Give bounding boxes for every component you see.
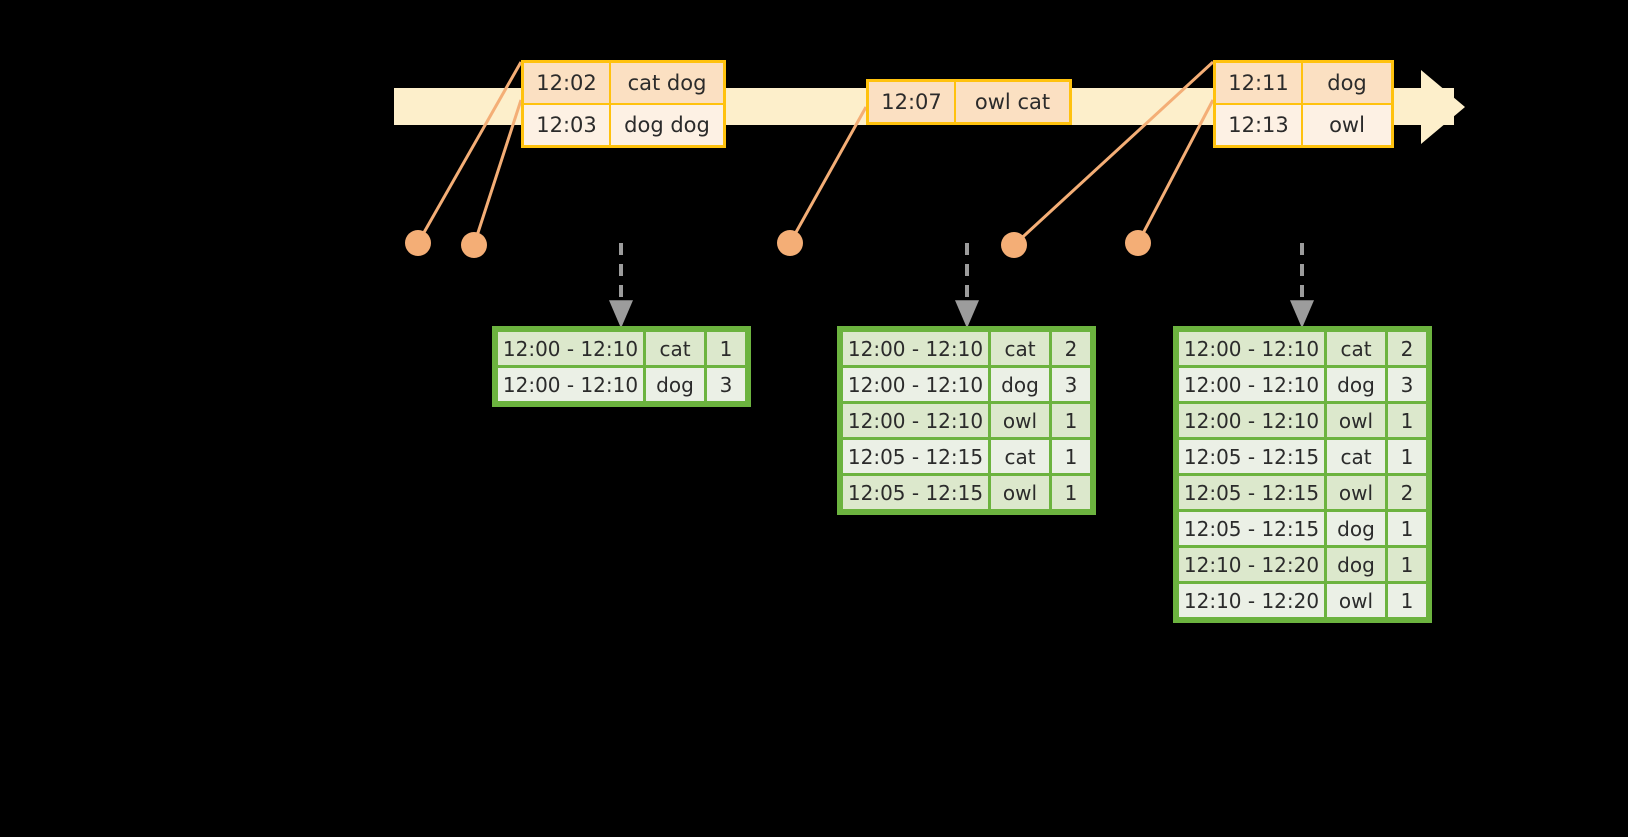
table-row: 12:00 - 12:10 owl 1 bbox=[843, 404, 1090, 437]
key-cell: dog bbox=[1327, 368, 1385, 401]
table-row: 12:05 - 12:15 dog 1 bbox=[1179, 512, 1426, 545]
table-row: 12:00 - 12:10 cat 1 bbox=[498, 332, 745, 365]
count-cell: 3 bbox=[1052, 368, 1090, 401]
event-words: owl bbox=[1329, 113, 1365, 137]
event-words: cat dog bbox=[627, 71, 707, 95]
count-cell: 1 bbox=[707, 332, 745, 365]
table-row: 12:10 - 12:20 owl 1 bbox=[1179, 584, 1426, 617]
table-row: 12:00 - 12:10 dog 3 bbox=[1179, 368, 1426, 401]
event-time: 12:03 bbox=[524, 105, 611, 145]
window-cell: 12:05 - 12:15 bbox=[1179, 512, 1324, 545]
key-cell: owl bbox=[991, 404, 1049, 437]
key-cell: owl bbox=[1327, 476, 1385, 509]
table-row: 12:00 - 12:10 owl 1 bbox=[1179, 404, 1426, 437]
window-cell: 12:05 - 12:15 bbox=[843, 476, 988, 509]
count-cell: 1 bbox=[1388, 404, 1426, 437]
table-row: 12:00 - 12:10 dog 3 bbox=[498, 368, 745, 401]
count-cell: 1 bbox=[1052, 404, 1090, 437]
key-cell: dog bbox=[1327, 512, 1385, 545]
connector-dot-1 bbox=[405, 230, 431, 256]
event-row: 12:03 dog dog bbox=[524, 103, 723, 145]
connector-dot-2 bbox=[461, 232, 487, 258]
event-time: 12:11 bbox=[1216, 63, 1303, 103]
event-words: owl cat bbox=[974, 90, 1051, 114]
window-cell: 12:00 - 12:10 bbox=[843, 404, 988, 437]
key-cell: cat bbox=[991, 440, 1049, 473]
key-cell: owl bbox=[991, 476, 1049, 509]
window-cell: 12:00 - 12:10 bbox=[498, 368, 643, 401]
event-time: 12:13 bbox=[1216, 105, 1303, 145]
window-cell: 12:10 - 12:20 bbox=[1179, 548, 1324, 581]
connector-dot-3 bbox=[777, 230, 803, 256]
table-row: 12:00 - 12:10 cat 2 bbox=[843, 332, 1090, 365]
event-row: 12:11 dog bbox=[1216, 63, 1391, 103]
table-row: 12:05 - 12:15 owl 1 bbox=[843, 476, 1090, 509]
count-cell: 1 bbox=[1052, 440, 1090, 473]
key-cell: dog bbox=[646, 368, 704, 401]
table-row: 12:05 - 12:15 owl 2 bbox=[1179, 476, 1426, 509]
table-row: 12:05 - 12:15 cat 1 bbox=[843, 440, 1090, 473]
result-table-3[interactable]: 12:00 - 12:10 cat 2 12:00 - 12:10 dog 3 … bbox=[1173, 326, 1432, 623]
connector-dot-4 bbox=[1001, 232, 1027, 258]
result-table-1[interactable]: 12:00 - 12:10 cat 1 12:00 - 12:10 dog 3 bbox=[492, 326, 751, 407]
window-cell: 12:00 - 12:10 bbox=[498, 332, 643, 365]
connector-line-3 bbox=[788, 106, 868, 244]
count-cell: 1 bbox=[1388, 440, 1426, 473]
key-cell: dog bbox=[991, 368, 1049, 401]
window-cell: 12:00 - 12:10 bbox=[843, 368, 988, 401]
connector-dot-5 bbox=[1125, 230, 1151, 256]
count-cell: 1 bbox=[1388, 548, 1426, 581]
event-words: dog bbox=[1327, 71, 1367, 95]
event-row: 12:02 cat dog bbox=[524, 63, 723, 103]
count-cell: 2 bbox=[1052, 332, 1090, 365]
window-cell: 12:05 - 12:15 bbox=[1179, 440, 1324, 473]
count-cell: 1 bbox=[1388, 512, 1426, 545]
event-box-2[interactable]: 12:07 owl cat bbox=[866, 79, 1072, 125]
window-cell: 12:10 - 12:20 bbox=[1179, 584, 1324, 617]
event-row: 12:07 owl cat bbox=[869, 82, 1069, 122]
key-cell: cat bbox=[1327, 440, 1385, 473]
event-time: 12:07 bbox=[869, 82, 956, 122]
event-words: dog dog bbox=[624, 113, 710, 137]
key-cell: owl bbox=[1327, 404, 1385, 437]
result-arrows bbox=[609, 243, 1314, 329]
key-cell: owl bbox=[1327, 584, 1385, 617]
window-cell: 12:00 - 12:10 bbox=[843, 332, 988, 365]
window-cell: 12:05 - 12:15 bbox=[1179, 476, 1324, 509]
event-box-3[interactable]: 12:11 dog 12:13 owl bbox=[1213, 60, 1394, 148]
timeline-arrow-head bbox=[1421, 70, 1465, 144]
count-cell: 2 bbox=[1388, 332, 1426, 365]
count-cell: 3 bbox=[707, 368, 745, 401]
key-cell: dog bbox=[1327, 548, 1385, 581]
key-cell: cat bbox=[1327, 332, 1385, 365]
window-cell: 12:05 - 12:15 bbox=[843, 440, 988, 473]
count-cell: 3 bbox=[1388, 368, 1426, 401]
table-row: 12:05 - 12:15 cat 1 bbox=[1179, 440, 1426, 473]
window-cell: 12:00 - 12:10 bbox=[1179, 368, 1324, 401]
window-cell: 12:00 - 12:10 bbox=[1179, 332, 1324, 365]
table-row: 12:00 - 12:10 dog 3 bbox=[843, 368, 1090, 401]
key-cell: cat bbox=[991, 332, 1049, 365]
count-cell: 1 bbox=[1052, 476, 1090, 509]
window-cell: 12:00 - 12:10 bbox=[1179, 404, 1324, 437]
table-row: 12:10 - 12:20 dog 1 bbox=[1179, 548, 1426, 581]
result-table-2[interactable]: 12:00 - 12:10 cat 2 12:00 - 12:10 dog 3 … bbox=[837, 326, 1096, 515]
event-time: 12:02 bbox=[524, 63, 611, 103]
event-row: 12:13 owl bbox=[1216, 103, 1391, 145]
key-cell: cat bbox=[646, 332, 704, 365]
table-row: 12:00 - 12:10 cat 2 bbox=[1179, 332, 1426, 365]
count-cell: 1 bbox=[1388, 584, 1426, 617]
count-cell: 2 bbox=[1388, 476, 1426, 509]
event-box-1[interactable]: 12:02 cat dog 12:03 dog dog bbox=[521, 60, 726, 148]
